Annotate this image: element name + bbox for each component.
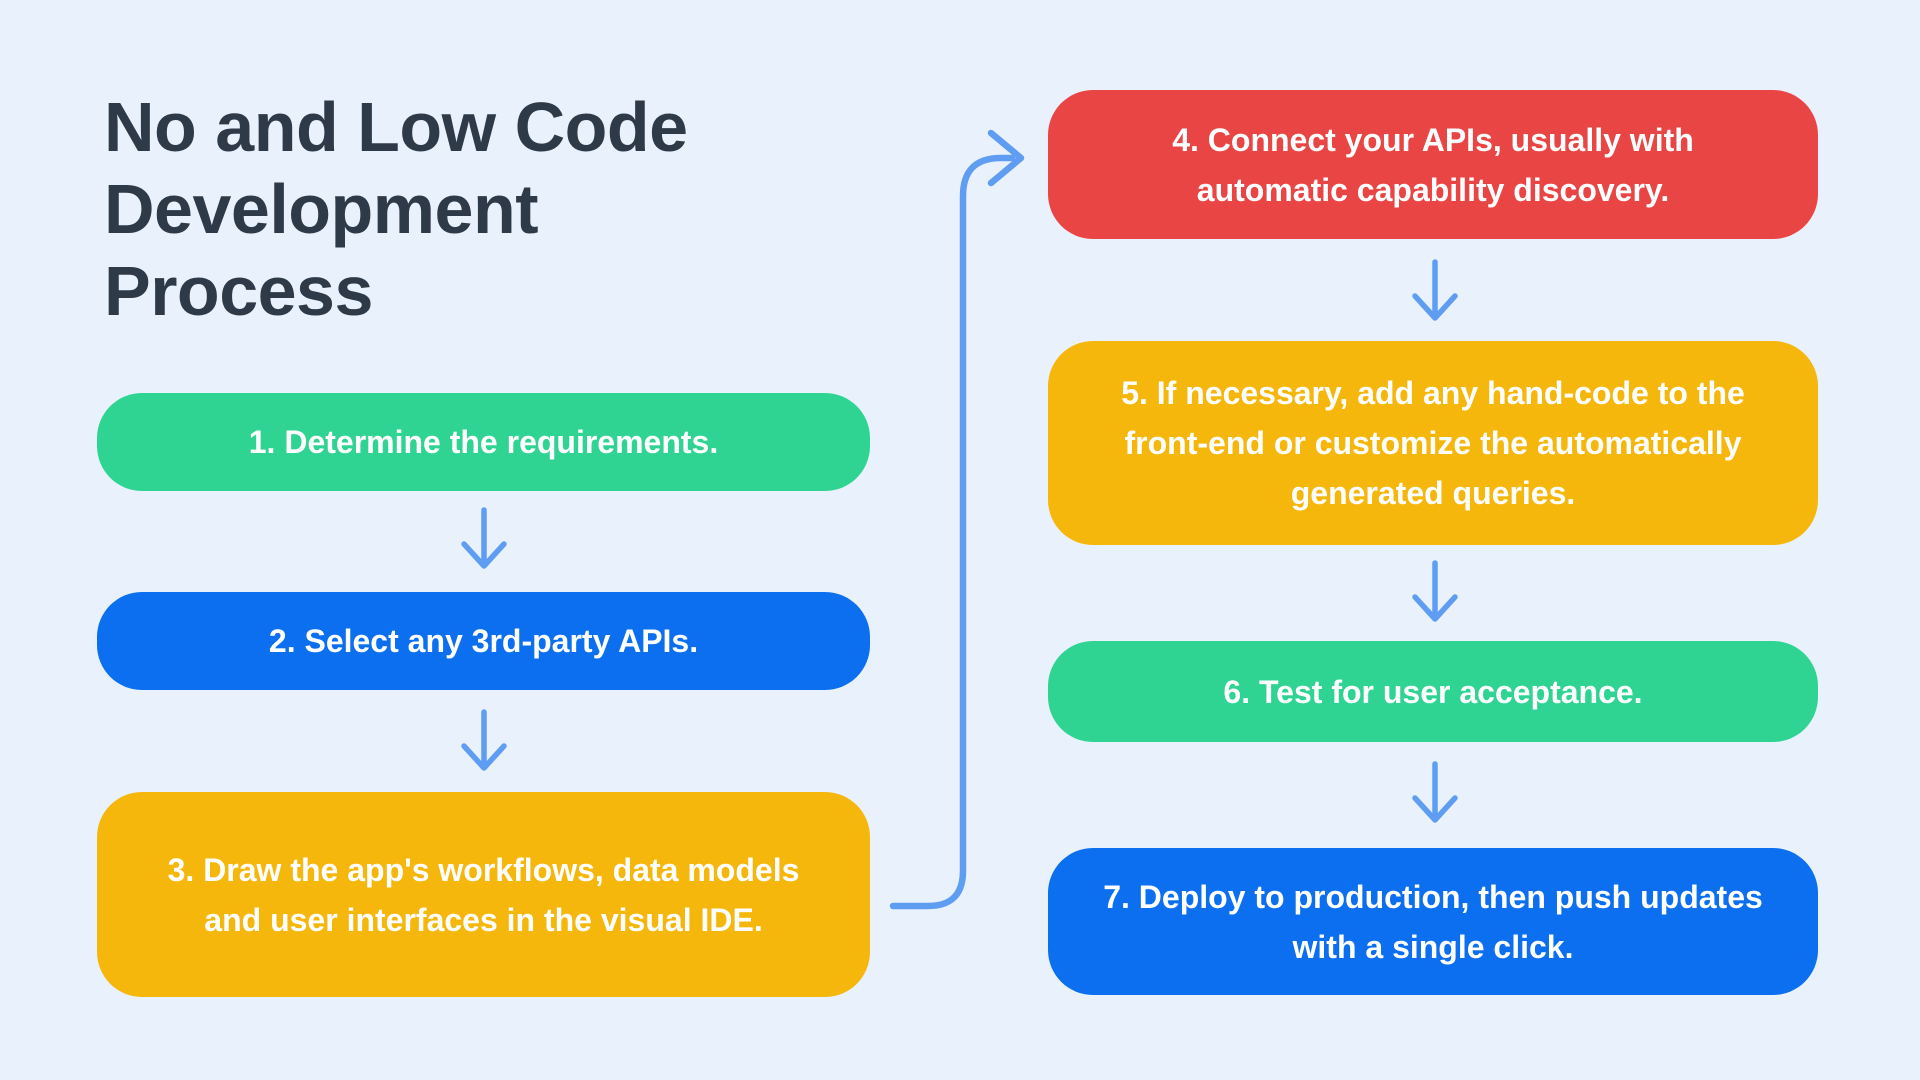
page-title-line-2: Development [104, 170, 539, 248]
step-6-label: 6. Test for user acceptance. [1223, 673, 1643, 710]
step-1-label: 1. Determine the requirements. [248, 424, 719, 460]
step-1-box: 1. Determine the requirements. [97, 393, 870, 491]
step-3-box: 3. Draw the app's workflows, data models… [97, 792, 870, 997]
step-4-label: 4. Connect your APIs, usually with autom… [1172, 121, 1694, 208]
flow-connector-arrow-icon [889, 129, 1025, 910]
step-5-box: 5. If necessary, add any hand-code to th… [1048, 341, 1818, 545]
down-arrow-icon [461, 709, 507, 771]
down-arrow-icon [461, 507, 507, 569]
down-arrow-icon [1412, 761, 1458, 823]
step-2-label: 2. Select any 3rd-party APIs. [268, 623, 699, 659]
step-5-label: 5. If necessary, add any hand-code to th… [1121, 375, 1745, 511]
down-arrow-icon [1412, 259, 1458, 321]
page-title-line-1: No and Low Code [104, 88, 688, 166]
page-title: No and Low Code Development Process [104, 86, 688, 332]
step-7-box: 7. Deploy to production, then push updat… [1048, 848, 1818, 995]
step-4-box: 4. Connect your APIs, usually with autom… [1048, 90, 1818, 239]
step-3-label: 3. Draw the app's workflows, data models… [167, 851, 800, 938]
step-6-box: 6. Test for user acceptance. [1048, 641, 1818, 742]
page-title-line-3: Process [104, 252, 373, 330]
step-2-box: 2. Select any 3rd-party APIs. [97, 592, 870, 690]
step-7-label: 7. Deploy to production, then push updat… [1103, 878, 1763, 965]
down-arrow-icon [1412, 560, 1458, 622]
